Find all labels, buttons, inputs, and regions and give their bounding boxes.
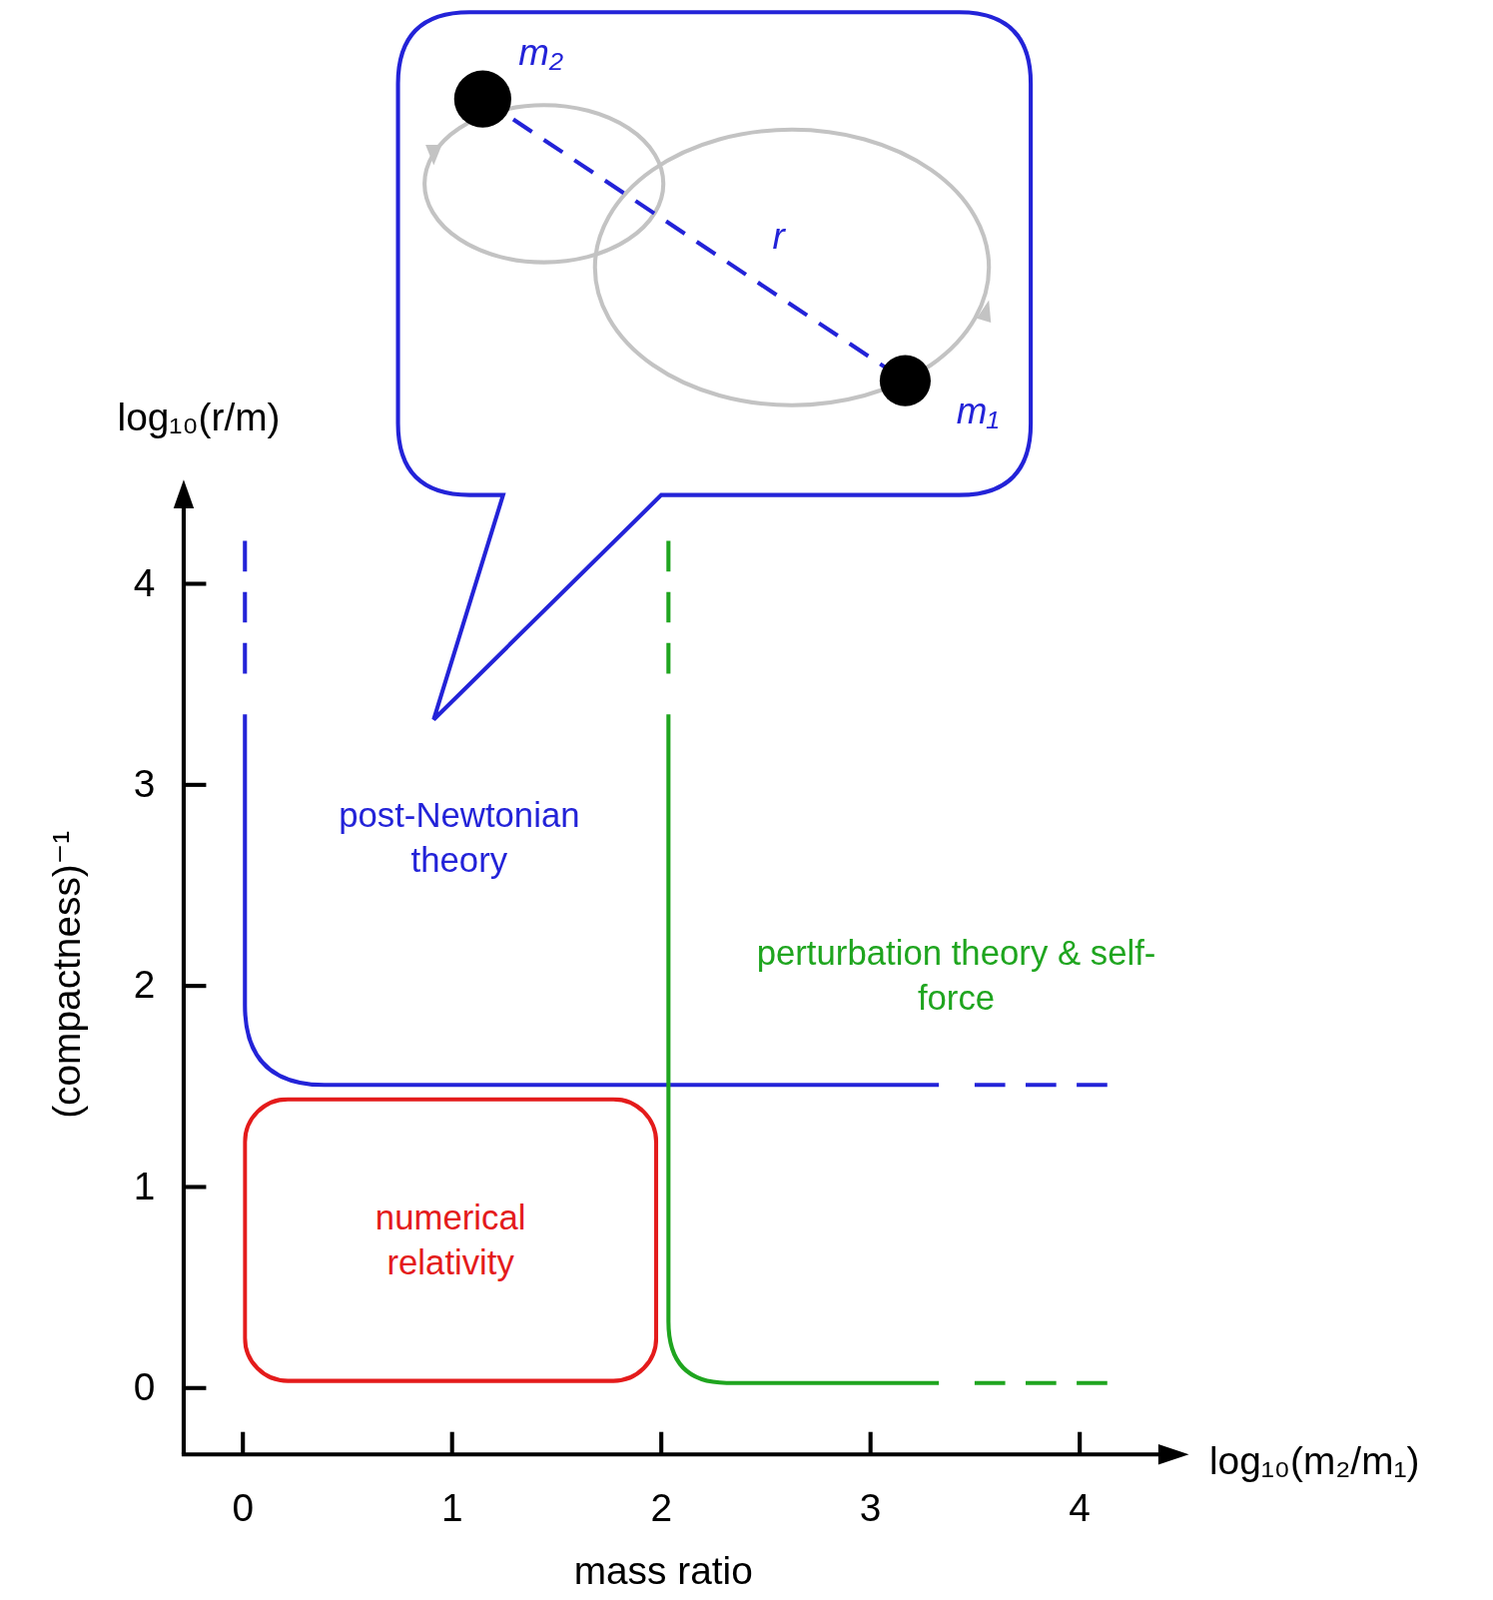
tick-label: 2: [650, 1487, 673, 1530]
tick-label: 0: [231, 1487, 254, 1530]
region-text: numerical relativity: [338, 1194, 564, 1285]
pt-boundary-dashed: [666, 541, 671, 685]
tick-label: 3: [133, 762, 156, 806]
body-m1: [879, 355, 931, 407]
orbit-large: [595, 129, 989, 406]
tick-label: 3: [859, 1487, 882, 1530]
x-ticks: [242, 1432, 1080, 1455]
speech-bubble: [398, 11, 1032, 720]
axis-title: (compactness)⁻¹: [45, 830, 89, 1119]
pn-boundary: [244, 714, 939, 1085]
axis-title: log₁₀(r/m): [117, 397, 281, 441]
callout-bubble: m₂ r m₁: [398, 11, 1032, 495]
tick-label: 0: [133, 1366, 156, 1410]
axis-title: log₁₀(m₂/m₁): [1209, 1440, 1421, 1484]
tick-label: 4: [1068, 1487, 1091, 1530]
region-label: perturbation theory & self-force: [751, 929, 1161, 1020]
x-axis: [181, 1452, 1164, 1457]
tick-label: 1: [441, 1487, 464, 1530]
region-label: post-Newtonian theory: [300, 791, 618, 882]
tick-label: 1: [133, 1165, 156, 1209]
axis-subtitle: mass ratio: [574, 1549, 753, 1593]
orbit-small: [424, 104, 664, 262]
method-box: numerical relativity: [242, 1097, 659, 1384]
region-text: post-Newtonian theory: [300, 791, 618, 882]
pt-boundary-dashed: [974, 1381, 1123, 1386]
axis-arrowhead: [173, 479, 194, 509]
pn-boundary-dashed: [242, 541, 247, 685]
symbol-label: r: [772, 212, 785, 261]
tick-label: 2: [133, 964, 156, 1008]
symbol-label: m₁: [956, 387, 999, 436]
body-m2: [454, 70, 512, 128]
region-text: perturbation theory & self-force: [751, 929, 1161, 1020]
orbit-arrowhead: [976, 299, 991, 322]
orbit-arrowhead: [425, 144, 442, 165]
y-ticks: [183, 584, 206, 1389]
pt-boundary: [668, 714, 939, 1383]
symbol-label: m₂: [518, 28, 564, 77]
y-axis: [181, 502, 186, 1455]
separation-line: [482, 98, 905, 381]
pn-boundary-dashed: [974, 1082, 1123, 1087]
tick-label: 4: [133, 562, 156, 606]
axis-arrowhead: [1158, 1444, 1190, 1465]
